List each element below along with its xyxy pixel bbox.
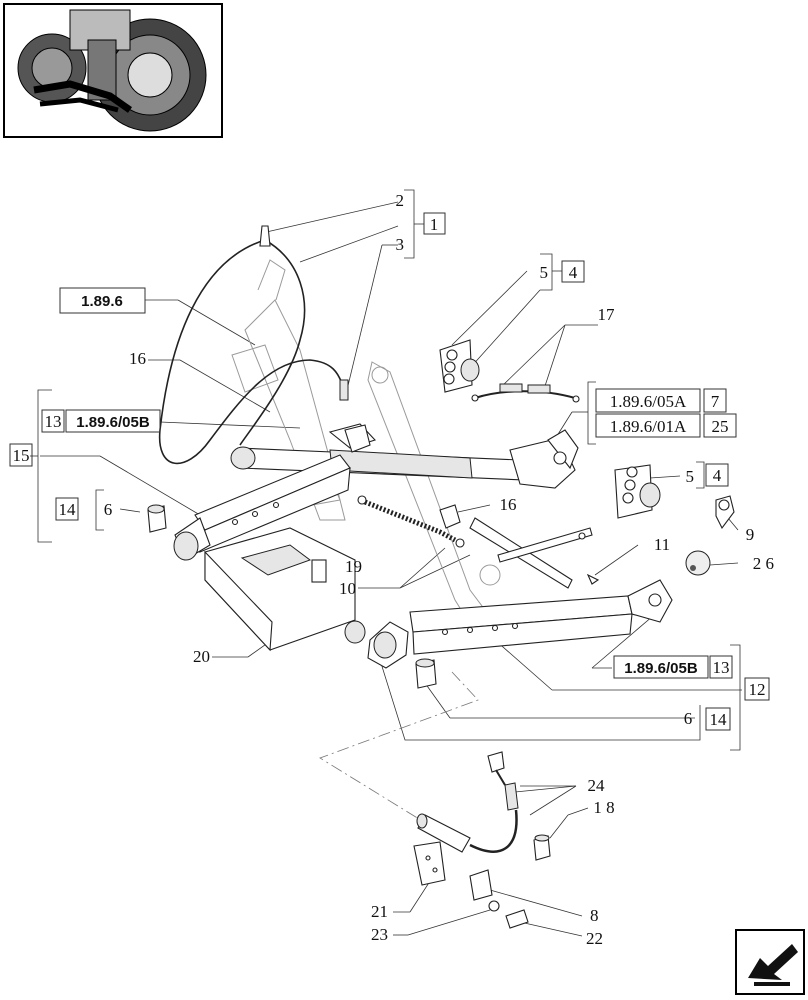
callout-23: 23 <box>371 925 388 944</box>
callout-8: 8 <box>590 906 599 925</box>
callout-13-left-box <box>41 409 65 433</box>
callout-16-left: 16 <box>129 349 146 368</box>
callout-15: 15 <box>13 446 30 465</box>
callout-13-right-box <box>709 655 733 679</box>
ref-1896-link[interactable]: 1.89.6 <box>81 293 123 310</box>
callout-13-left: 13 <box>45 412 62 431</box>
ref-05b-left-box <box>65 409 161 433</box>
ref-05b-right-link[interactable]: 1.89.6/05B <box>624 660 698 677</box>
part-26-ball <box>685 550 711 576</box>
callout-10: 10 <box>339 579 356 598</box>
callout-14-left: 14 <box>59 500 77 519</box>
leader-lines <box>30 189 742 937</box>
callout-6-left: 6 <box>104 500 113 519</box>
callout-25-box <box>703 413 737 438</box>
callout-1: 1 <box>430 215 439 234</box>
callout-17: 17 <box>598 305 616 324</box>
callout-4-right-box <box>705 463 729 487</box>
callout-5-top: 5 <box>540 263 549 282</box>
ball-joints <box>147 504 437 689</box>
callout-4-top-box <box>561 260 585 283</box>
drawbar <box>204 527 366 652</box>
callout-25: 25 <box>712 417 729 436</box>
ref-01a-link[interactable]: 1.89.6/01A <box>610 417 687 436</box>
ref-1896-box <box>59 287 146 314</box>
ref-05b-left-link[interactable]: 1.89.6/05B <box>76 414 150 431</box>
callout-18: 1 8 <box>593 798 614 817</box>
callout-5-right: 5 <box>686 467 695 486</box>
callout-26: 2 6 <box>753 554 774 573</box>
callout-7-box <box>703 388 727 413</box>
callout-21: 21 <box>371 902 388 921</box>
callout-6-bottom: 6 <box>684 709 693 728</box>
callout-4-right: 4 <box>713 466 722 485</box>
callout-12: 12 <box>749 680 766 699</box>
callout-12-box <box>744 677 770 701</box>
ref-05b-right-box <box>613 655 709 679</box>
callout-9: 9 <box>746 525 755 544</box>
callout-19: 19 <box>345 557 362 576</box>
callout-24: 24 <box>588 776 606 795</box>
chain-cable-17 <box>471 383 580 403</box>
callout-2: 2 <box>396 191 405 210</box>
callout-11: 11 <box>654 535 670 554</box>
callout-20: 20 <box>193 647 210 666</box>
part-9-pin <box>715 495 735 530</box>
callout-14-left-box <box>55 497 79 521</box>
callout-14-bottom-box <box>705 707 731 731</box>
stabiliser-spring <box>357 495 600 589</box>
ref-01a-box <box>595 413 701 438</box>
tractor-thumbnail-icon[interactable] <box>3 3 223 138</box>
nav-arrow-icon[interactable] <box>735 929 805 995</box>
chain-assembly-top <box>439 339 480 393</box>
callout-15-box <box>9 443 33 467</box>
lower-link-right <box>409 579 673 655</box>
callout-4-top: 4 <box>569 263 578 282</box>
sensor-assembly <box>413 751 551 929</box>
wire-cable <box>158 225 349 465</box>
callout-14-bottom: 14 <box>710 710 728 729</box>
ref-05a-box <box>595 388 701 413</box>
callout-7: 7 <box>711 392 720 411</box>
ref-05a-link[interactable]: 1.89.6/05A <box>610 392 687 411</box>
lower-link-left <box>173 424 371 561</box>
turnbuckle <box>230 423 579 489</box>
callout-13-right: 13 <box>713 658 730 677</box>
callout-22: 22 <box>586 929 603 948</box>
chain-assembly-right <box>614 464 661 519</box>
callout-16-right: 16 <box>500 495 517 514</box>
callout-3: 3 <box>396 235 405 254</box>
callout-1-box <box>423 212 446 235</box>
